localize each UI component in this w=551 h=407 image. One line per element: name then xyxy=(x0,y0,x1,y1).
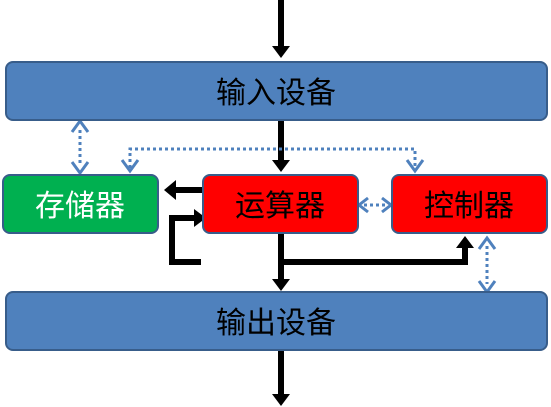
edge-output-to-sink xyxy=(272,345,290,406)
node-output-device: 输出设备 xyxy=(5,291,548,351)
edge-alu-to-controller xyxy=(278,234,474,265)
node-alu: 运算器 xyxy=(202,174,359,234)
edge-controller-memory-control xyxy=(120,147,425,174)
node-controller: 控制器 xyxy=(391,174,548,234)
input-device-label: 输入设备 xyxy=(216,76,336,111)
edge-alu-controller-control xyxy=(356,196,394,214)
output-device-label: 输出设备 xyxy=(216,306,336,341)
node-memory: 存储器 xyxy=(2,174,159,234)
edge-controller-output-control xyxy=(477,235,497,295)
output-device-box xyxy=(5,291,548,351)
edge-memory-to-alu xyxy=(169,209,206,265)
memory-label: 存储器 xyxy=(35,189,125,224)
edge-source-to-input xyxy=(272,0,290,58)
node-input-device: 输入设备 xyxy=(5,61,548,121)
alu-label: 运算器 xyxy=(235,189,325,224)
edge-alu-to-memory xyxy=(164,180,202,200)
alu-box xyxy=(202,174,359,234)
input-device-box xyxy=(5,61,548,121)
controller-label: 控制器 xyxy=(424,189,514,224)
controller-box xyxy=(391,174,548,234)
edge-input-memory-control xyxy=(70,118,90,176)
edge-alu-to-output xyxy=(272,262,290,291)
edge-input-to-alu xyxy=(272,120,290,172)
memory-box xyxy=(2,174,159,234)
